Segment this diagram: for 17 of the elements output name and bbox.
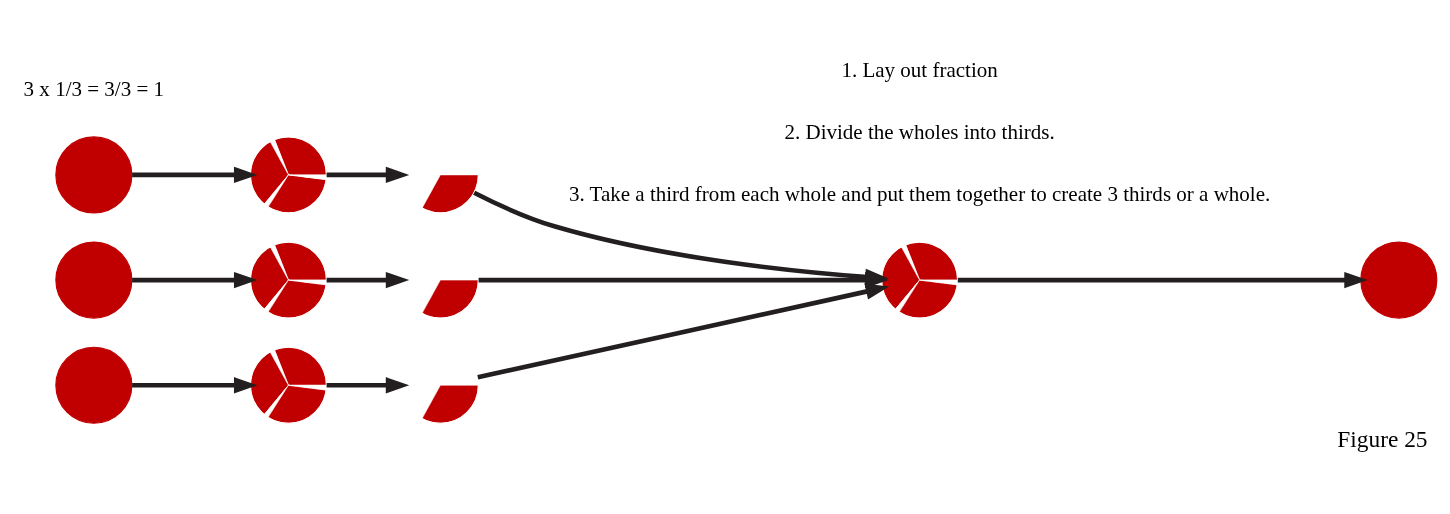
arrow [326,166,410,184]
node-circle [55,136,133,214]
label: 2. Divide the wholes into thirds. [784,120,1055,145]
node-circle [55,346,133,424]
arrow [326,271,410,289]
node-circle [1360,241,1438,319]
arrow [132,166,258,184]
arrow [132,377,258,394]
arrow [957,271,1368,289]
label: 3. Take a third from each whole and put them together to create 3 thirds or a whole. [568,182,1271,207]
arrow [477,283,890,380]
caption: Figure 25 [1337,425,1428,452]
arrow [132,271,258,289]
label: 3 x 1/3 = 3/3 = 1 [23,76,165,101]
node-circle [55,241,133,319]
arrow [326,377,410,394]
label: 1. Lay out fraction [841,58,998,83]
